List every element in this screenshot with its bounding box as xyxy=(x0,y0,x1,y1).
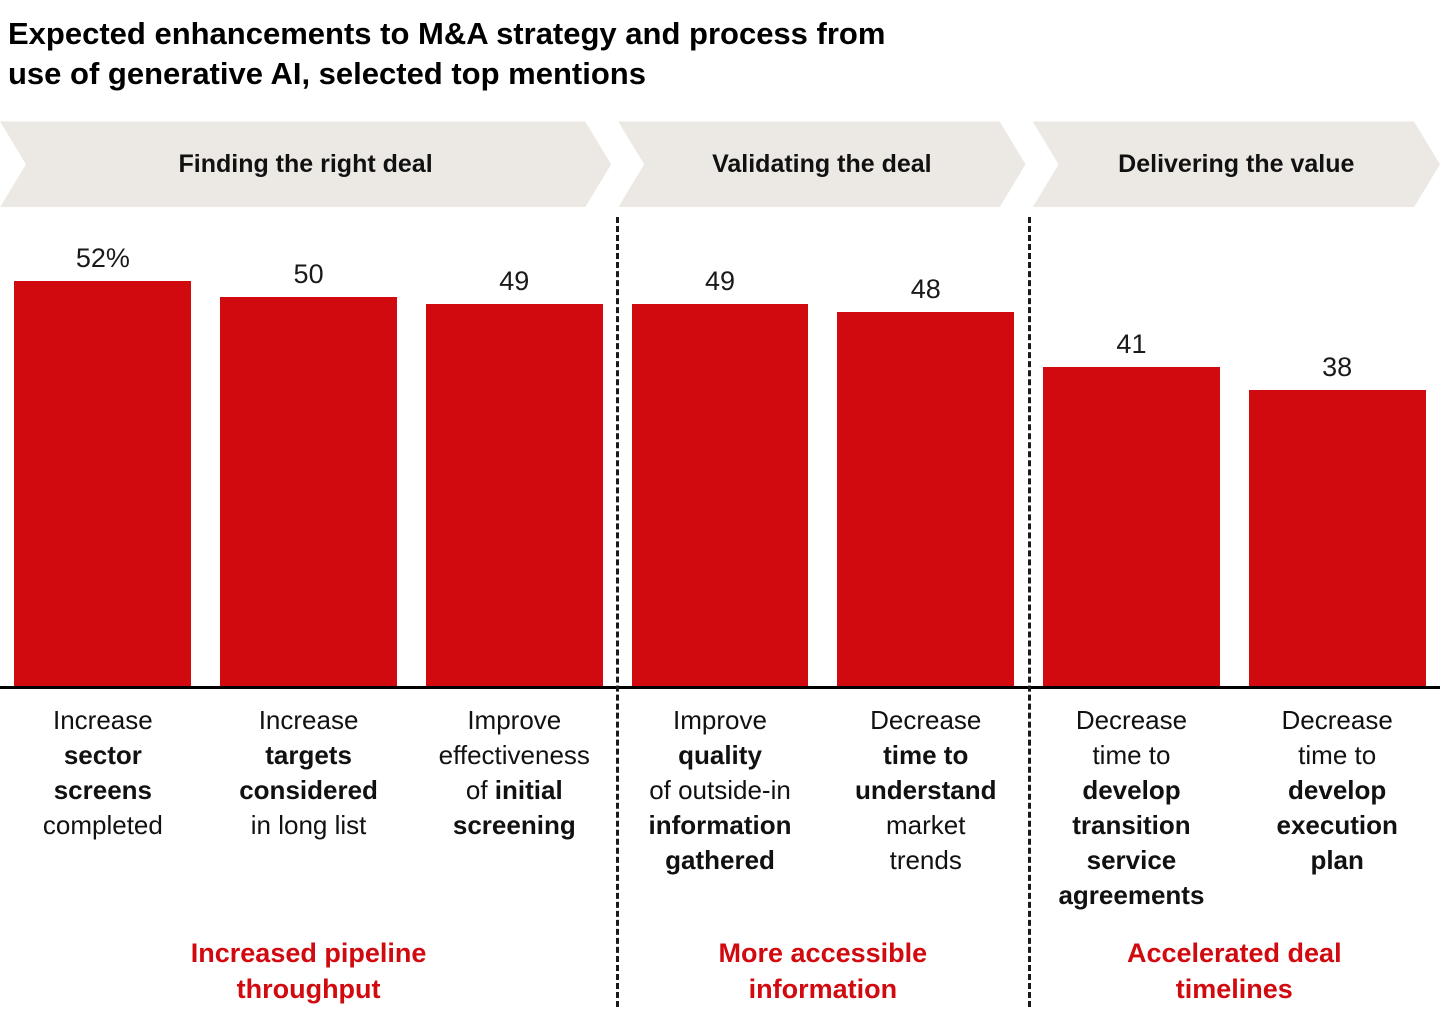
category-label-line: of initial xyxy=(465,775,563,806)
category-label-line: information xyxy=(648,810,792,841)
group-caption-line: timelines xyxy=(1175,974,1293,1005)
group-caption-line: throughput xyxy=(236,974,381,1005)
bar-value-label: 41 xyxy=(1116,329,1147,360)
category-label-line: Increase xyxy=(258,705,359,736)
bar-column-4: 49 xyxy=(617,266,823,687)
category-label-line: time to xyxy=(1298,740,1377,771)
bar-value-label: 49 xyxy=(499,266,530,297)
category-label-line: market xyxy=(886,810,966,841)
category-label-line: agreements xyxy=(1058,880,1205,911)
category-label-line: Improve xyxy=(673,705,767,736)
bar xyxy=(425,304,603,687)
group-caption-line: More accessible xyxy=(718,938,928,969)
category-label-line: of outside-in xyxy=(649,775,791,806)
bar xyxy=(220,297,398,687)
category-label-line: effectiveness xyxy=(438,740,590,771)
category-label-line: time to xyxy=(1092,740,1171,771)
group-caption-line: information xyxy=(748,974,898,1005)
category-label-line: Decrease xyxy=(1075,705,1188,736)
phase-header-label: Validating the deal xyxy=(712,149,932,178)
group-caption-1: Increased pipeline throughput xyxy=(0,935,617,1007)
category-label-line: time to xyxy=(883,740,969,771)
group-separator-1 xyxy=(616,217,620,1008)
category-label-1: Increase sector screens completed xyxy=(0,703,206,913)
category-label-line: Increase xyxy=(52,705,153,736)
category-label-4: Improve quality of outside-in information ga… xyxy=(617,703,823,913)
category-label-line: quality xyxy=(678,740,762,771)
chart-title-line1: Expected enhancements to M&A strategy an… xyxy=(8,16,886,51)
category-label-line: considered xyxy=(239,775,378,806)
bar xyxy=(1248,390,1426,687)
group-caption-line: Increased pipeline xyxy=(190,938,427,969)
category-label-line: in long list xyxy=(250,810,367,841)
phase-header-2: Validating the deal xyxy=(618,121,1025,207)
bar xyxy=(631,304,809,687)
category-label-line: Decrease xyxy=(1281,705,1393,736)
bar-value-label: 52% xyxy=(75,243,130,274)
category-label-3: Improve effectiveness of initial screening xyxy=(411,703,617,913)
phase-header-label: Finding the right deal xyxy=(178,149,433,178)
bar-value-label: 38 xyxy=(1322,352,1353,383)
bar-value-label: 49 xyxy=(704,266,736,297)
group-captions: Increased pipeline throughput More accessi… xyxy=(0,935,1440,1007)
chart-body: 52% 50 49 49 48 41 38 Increase sector screens com… xyxy=(0,217,1440,1008)
bars-area: 52% 50 49 49 48 41 38 xyxy=(0,217,1440,690)
category-label-6: Decrease time to develop transition service a… xyxy=(1029,703,1235,913)
category-label-line: screens xyxy=(53,775,153,806)
phase-arrow-band: Finding the right deal Validating the dea… xyxy=(0,121,1440,207)
phase-header-3: Delivering the value xyxy=(1033,121,1440,207)
category-label-5: Decrease time to understand market trends xyxy=(823,703,1029,913)
group-caption-2: More accessible information xyxy=(617,935,1028,1007)
category-label-line: sector xyxy=(63,740,142,771)
group-caption-3: Accelerated deal timelines xyxy=(1029,935,1440,1007)
category-label-7: Decrease time to develop execution plan xyxy=(1234,703,1440,913)
category-label-line: service xyxy=(1086,845,1177,876)
bar-column-6: 41 xyxy=(1029,329,1235,687)
category-labels: Increase sector screens completed Increase ta… xyxy=(0,689,1440,913)
bar xyxy=(837,312,1015,687)
bar xyxy=(14,281,192,687)
bar-column-3: 49 xyxy=(411,266,617,687)
category-label-line: develop xyxy=(1082,775,1181,806)
phase-header-label: Delivering the value xyxy=(1118,149,1355,178)
category-label-line: develop xyxy=(1288,775,1387,806)
bar xyxy=(1043,367,1220,687)
category-label-line: trends xyxy=(889,845,962,876)
bar-value-label: 48 xyxy=(910,274,941,305)
bar-column-7: 38 xyxy=(1234,352,1440,687)
category-label-line: plan xyxy=(1310,845,1364,876)
category-label-line: Improve xyxy=(467,705,562,736)
chart-title-line2: use of generative AI, selected top menti… xyxy=(8,55,646,91)
phase-header-1: Finding the right deal xyxy=(0,121,611,207)
category-label-line: gathered xyxy=(665,845,775,876)
category-label-line: Decrease xyxy=(870,705,982,736)
group-separator-2 xyxy=(1027,217,1031,1008)
category-label-line: completed xyxy=(42,810,163,841)
bar-column-5: 48 xyxy=(823,274,1029,687)
category-label-line: targets xyxy=(265,740,352,771)
category-label-2: Increase targets considered in long list xyxy=(206,703,412,913)
chart-title: Expected enhancements to M&A strategy an… xyxy=(0,0,1440,93)
bar-value-label: 50 xyxy=(293,259,324,290)
category-label-line: transition xyxy=(1072,810,1191,841)
group-caption-line: Accelerated deal xyxy=(1126,938,1342,969)
category-label-line: understand xyxy=(854,775,997,806)
bar-column-1: 52% xyxy=(0,243,206,687)
category-label-line: screening xyxy=(452,810,576,841)
category-label-line: execution xyxy=(1276,810,1398,841)
bar-column-2: 50 xyxy=(206,259,412,687)
